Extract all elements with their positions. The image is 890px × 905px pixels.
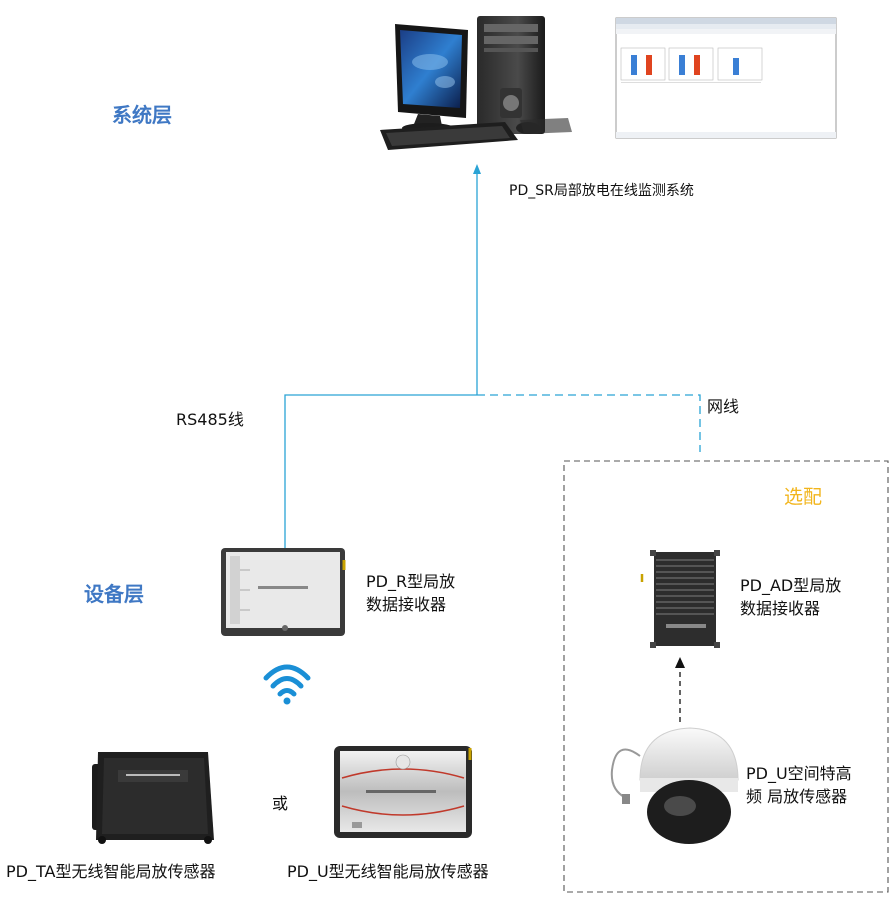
wifi-icon <box>263 664 311 705</box>
optional-label: 选配 <box>784 486 823 508</box>
pd-r-label-line1: PD_R型局放 <box>366 572 456 591</box>
optional-box <box>563 460 889 893</box>
network-label: 网线 <box>707 397 740 416</box>
pd-r-label-line2: 数据接收器 <box>366 595 447 614</box>
pd-ad-label-line2: 数据接收器 <box>740 599 821 618</box>
rs485-label: RS485线 <box>176 410 244 429</box>
system-link <box>473 164 481 395</box>
software-screenshot <box>615 17 837 139</box>
pd-u-label: PD_U型无线智能局放传感器 <box>287 862 489 881</box>
pd-u-sensor-icon <box>334 746 472 838</box>
pd-ad-receiver-icon <box>640 550 720 648</box>
pd-r-label: PD_R型局放 数据接收器 <box>366 570 455 616</box>
network-link <box>477 394 701 452</box>
layer-label-device: 设备层 <box>84 582 144 606</box>
pd-ta-label: PD_TA型无线智能局放传感器 <box>6 862 216 881</box>
pd-ta-sensor-icon <box>92 752 214 844</box>
desktop-computer-icon <box>380 16 572 150</box>
system-caption: PD_SR局部放电在线监测系统 <box>509 183 694 199</box>
pd-u-space-label-line2: 频 局放传感器 <box>746 787 848 806</box>
layer-label-system: 系统层 <box>112 103 172 127</box>
or-label: 或 <box>272 794 289 813</box>
rs485-link <box>284 394 477 548</box>
pd-r-receiver-icon <box>221 548 346 636</box>
pd-ad-label: PD_AD型局放 数据接收器 <box>740 574 841 620</box>
pd-u-space-label: PD_U空间特高 频 局放传感器 <box>746 762 852 808</box>
pd-ad-label-line1: PD_AD型局放 <box>740 576 842 595</box>
sensor-to-ad-arrow <box>675 657 685 722</box>
pd-u-space-sensor-icon <box>610 727 739 844</box>
pd-u-space-label-line1: PD_U空间特高 <box>746 764 852 783</box>
